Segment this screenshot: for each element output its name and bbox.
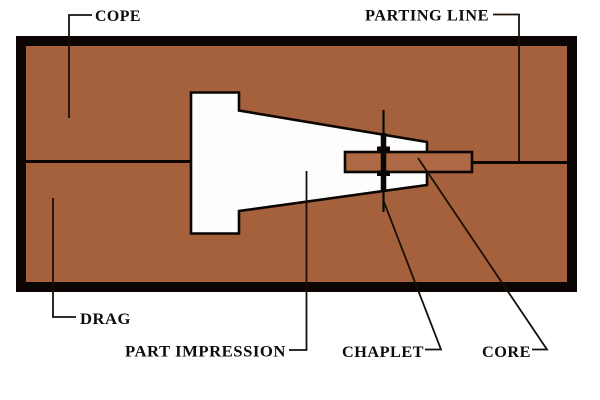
part-impression-leader-line — [289, 171, 308, 351]
chaplet-pin — [377, 110, 390, 212]
parting-line-label: PARTING LINE — [365, 8, 489, 25]
chaplet-bottom-flange — [377, 170, 390, 176]
part-impression-label: PART IMPRESSION — [125, 344, 286, 361]
cope-label: COPE — [95, 8, 141, 25]
drag-leader-line — [52, 198, 76, 318]
chaplet-leader-line — [383, 201, 443, 351]
core-label: CORE — [482, 344, 531, 361]
chaplet-top-flange — [377, 146, 390, 152]
drag-label: DRAG — [80, 311, 131, 328]
parting-line-leader-line — [493, 13, 520, 161]
part-impression-cavity — [189, 91, 429, 235]
chaplet-label: CHAPLET — [342, 344, 424, 361]
cope-leader-line — [68, 14, 92, 118]
core-rect — [343, 150, 474, 174]
core-leader-line — [417, 157, 549, 351]
